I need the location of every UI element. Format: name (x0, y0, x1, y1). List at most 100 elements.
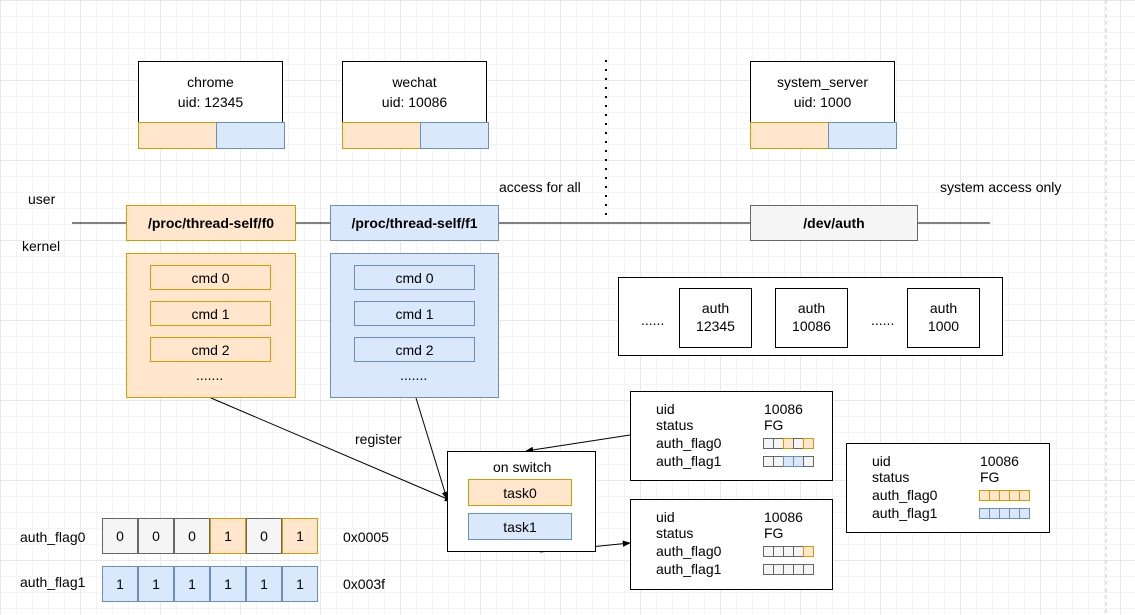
auth-entry-12345: auth 12345 (679, 288, 752, 348)
task-status-box: uid 10086 status FG auth_flag0 auth_flag… (630, 499, 833, 590)
process-uid: uid: 12345 (177, 94, 244, 110)
bit-cell: 0 (174, 518, 210, 554)
process-wechat: wechat uid: 10086 (342, 61, 489, 149)
auth-list-ellipsis-mid: ...... (871, 312, 895, 328)
status-label: status (656, 417, 694, 433)
system-access-only-label: system access only (940, 179, 1062, 195)
bit-cell: 1 (102, 566, 138, 602)
uid-label: uid (656, 401, 675, 417)
status-value: FG (980, 469, 1000, 485)
proc-file-f1: /proc/thread-self/f1 (330, 205, 499, 241)
auth-flag0-label: auth_flag0 (656, 435, 722, 451)
f0-cmd-ellipsis: ....... (196, 367, 224, 383)
bit-cell: 0 (138, 518, 174, 554)
task-status-box: uid 10086 status FG auth_flag0 auth_flag… (630, 391, 833, 481)
process-uid: uid: 10086 (381, 94, 448, 110)
uid-label: uid (656, 509, 675, 525)
auth-flag0-cells (979, 490, 1030, 501)
f1-command-container: cmd 0 cmd 1 cmd 2 ....... (330, 253, 499, 398)
auth-flag1-label: auth_flag1 (872, 505, 938, 521)
orange-slot (342, 122, 423, 149)
on-switch-title: on switch (493, 459, 552, 475)
auth-entry-uid: 10086 (792, 318, 831, 334)
on-switch-container: on switch task0 task1 (447, 451, 596, 552)
proc-file-f0: /proc/thread-self/f0 (126, 205, 296, 241)
f0-cmd-0: cmd 0 (150, 265, 271, 290)
auth-entry-uid: 1000 (927, 318, 960, 334)
status-value: FG (764, 417, 784, 433)
auth-flag1-cells (979, 508, 1030, 519)
flag-cell (803, 546, 814, 557)
blue-slot (216, 122, 285, 149)
f1-cmd-ellipsis: ....... (400, 367, 428, 383)
f1-cmd-0: cmd 0 (354, 265, 475, 290)
kernel-space-label: kernel (22, 238, 61, 254)
auth-flag0-cells (763, 546, 814, 557)
bit-row-hex-flag1: 0x003f (343, 576, 386, 592)
f1-to-switch-arrow (415, 397, 448, 500)
bit-cell: 1 (246, 566, 282, 602)
orange-slot (750, 122, 831, 149)
process-chrome: chrome uid: 12345 (138, 61, 285, 149)
bit-cell: 0 (102, 518, 138, 554)
bit-cell: 1 (210, 566, 246, 602)
bit-row-label-flag1: auth_flag1 (20, 574, 86, 590)
uid-value: 10086 (980, 453, 1019, 469)
bit-row-label-flag0: auth_flag0 (20, 529, 86, 545)
process-name: chrome (187, 74, 234, 90)
auth-flag1-cells (763, 564, 814, 575)
f0-cmd-2: cmd 2 (150, 337, 271, 362)
process-system-server: system_server uid: 1000 (750, 61, 897, 149)
uid-value: 10086 (764, 401, 803, 417)
blue-slot (420, 122, 489, 149)
status-value: FG (764, 525, 784, 541)
auth-list-container: ...... auth 12345 auth 10086 ...... auth… (618, 277, 1003, 356)
flag-cell (1019, 490, 1030, 501)
auth-list-ellipsis-left: ...... (641, 312, 665, 328)
auth-flag0-label: auth_flag0 (872, 487, 938, 503)
register-label: register (355, 431, 402, 447)
orange-slot (138, 122, 219, 149)
auth-flag0-cells (763, 438, 814, 449)
flag-cell (803, 456, 814, 467)
status0-to-switch-arrow (525, 434, 631, 454)
dev-auth-file: /dev/auth (750, 205, 918, 241)
f1-cmd-1: cmd 1 (354, 301, 475, 326)
f0-cmd-1: cmd 1 (150, 301, 271, 326)
bit-cell: 1 (210, 518, 246, 554)
auth-entry-name: auth (797, 300, 826, 316)
flag-cell (803, 564, 814, 575)
f0-to-switch-arrow (210, 397, 453, 502)
process-name: system_server (776, 74, 869, 90)
flag-cell (803, 438, 814, 449)
access-for-all-label: access for all (499, 179, 581, 195)
process-uid: uid: 1000 (793, 94, 852, 110)
auth-flag1-cells (763, 456, 814, 467)
auth-flag1-label: auth_flag1 (656, 561, 722, 577)
bit-row-hex-flag0: 0x0005 (343, 529, 389, 545)
bit-cell: 1 (282, 566, 318, 602)
auth-flag1-label: auth_flag1 (656, 453, 722, 469)
status-label: status (872, 469, 910, 485)
bit-cell: 1 (174, 566, 210, 602)
status-label: status (656, 525, 694, 541)
bit-cell: 0 (246, 518, 282, 554)
blue-slot (828, 122, 897, 149)
process-name: wechat (392, 74, 437, 90)
auth-entry-name: auth (701, 300, 730, 316)
task0-box: task0 (468, 479, 572, 506)
user-space-label: user (28, 191, 56, 207)
uid-value: 10086 (764, 509, 803, 525)
auth-flag0-label: auth_flag0 (656, 543, 722, 559)
bit-cell: 1 (282, 518, 318, 554)
auth-entry-1000: auth 1000 (907, 288, 980, 348)
auth-entry-10086: auth 10086 (775, 288, 848, 348)
task-status-box: uid 10086 status FG auth_flag0 auth_flag… (846, 443, 1050, 533)
uid-label: uid (872, 453, 891, 469)
bit-cell: 1 (138, 566, 174, 602)
f0-command-container: cmd 0 cmd 1 cmd 2 ....... (126, 253, 296, 398)
auth-entry-name: auth (929, 300, 958, 316)
task1-box: task1 (468, 513, 572, 540)
